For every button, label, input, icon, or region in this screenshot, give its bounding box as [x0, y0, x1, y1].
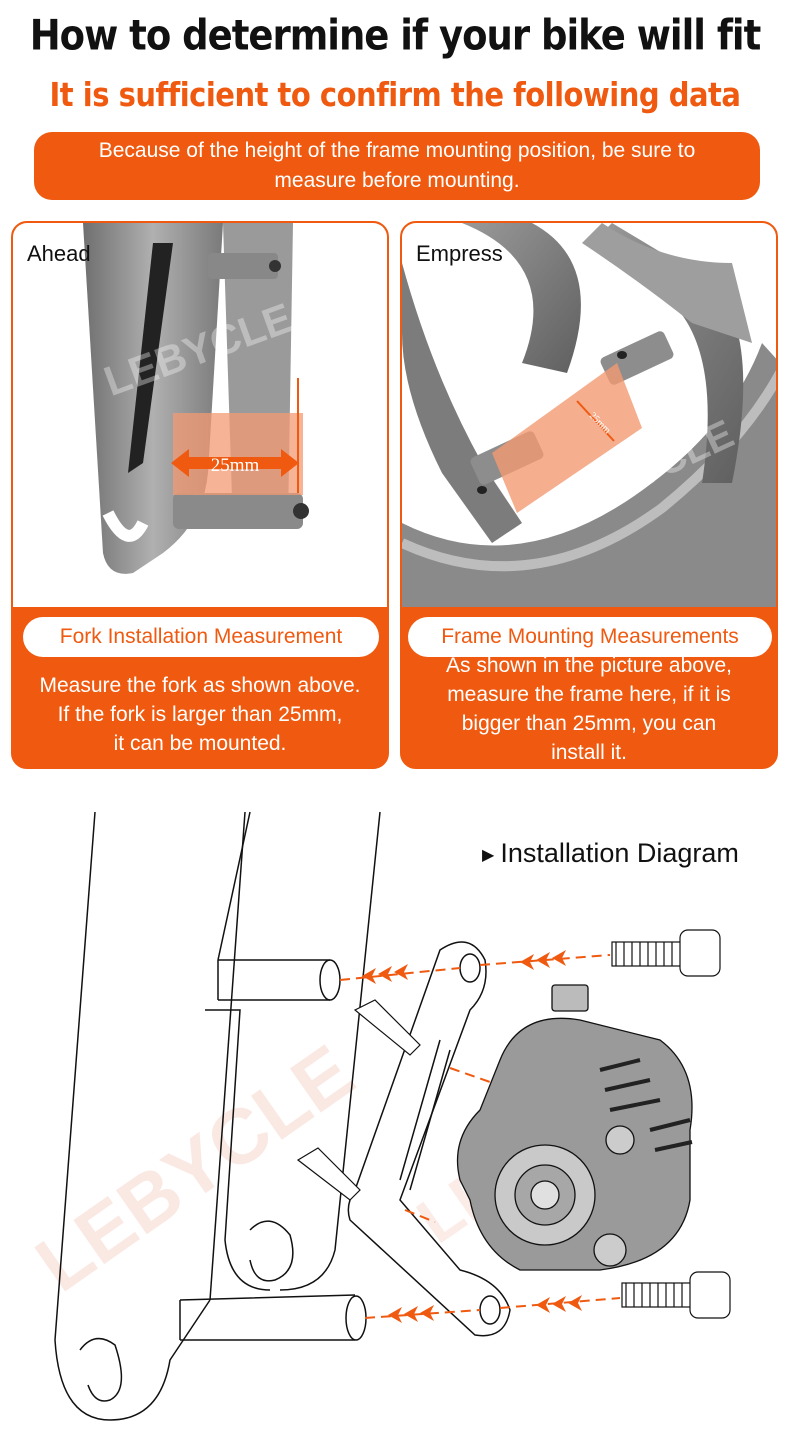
- fork-photo: 25mm LEBYCLE Ahead: [13, 223, 387, 607]
- fork-heading-pill: Fork Installation Measurement: [23, 617, 379, 657]
- desc-line: bigger than 25mm, you can: [461, 712, 717, 735]
- frame-heading-pill: Frame Mounting Measurements: [408, 617, 772, 657]
- desc-line: As shown in the picture above,: [445, 654, 732, 677]
- notice-banner: Because of the height of the frame mount…: [34, 132, 760, 200]
- notice-line: Because of the height of the frame mount…: [98, 139, 696, 162]
- page-title: How to determine if your bike will fit: [29, 11, 762, 60]
- frame-description: As shown in the picture above, measure t…: [402, 651, 776, 767]
- installation-diagram: LEBYCLE LEBYCLE: [0, 800, 790, 1436]
- desc-line: Measure the fork as shown above.: [39, 674, 361, 697]
- frame-measurement-card: 25mm LEBYCLE Empress Frame Mounting Meas…: [400, 221, 778, 769]
- frame-brand-label: Empress: [416, 241, 503, 266]
- page-subtitle: It is sufficient to confirm the followin…: [49, 75, 741, 115]
- fork-measurement-card: 25mm LEBYCLE Ahead Fork Installation Mea…: [11, 221, 389, 769]
- desc-line: it can be mounted.: [113, 732, 287, 755]
- triangle-icon: ▶: [482, 846, 495, 864]
- installation-diagram-title: ▶ Installation Diagram: [482, 838, 739, 869]
- notice-line: measure before mounting.: [274, 169, 520, 192]
- fork-dimension-label: 25mm: [211, 455, 260, 476]
- fork-description: Measure the fork as shown above. If the …: [13, 671, 387, 758]
- desc-line: measure the frame here, if it is: [447, 683, 731, 706]
- fork-brand-label: Ahead: [27, 241, 91, 266]
- diagram-title-text: Installation Diagram: [500, 838, 739, 868]
- desc-line: install it.: [551, 741, 627, 764]
- desc-line: If the fork is larger than 25mm,: [57, 703, 343, 726]
- frame-photo: 25mm LEBYCLE Empress: [402, 223, 776, 607]
